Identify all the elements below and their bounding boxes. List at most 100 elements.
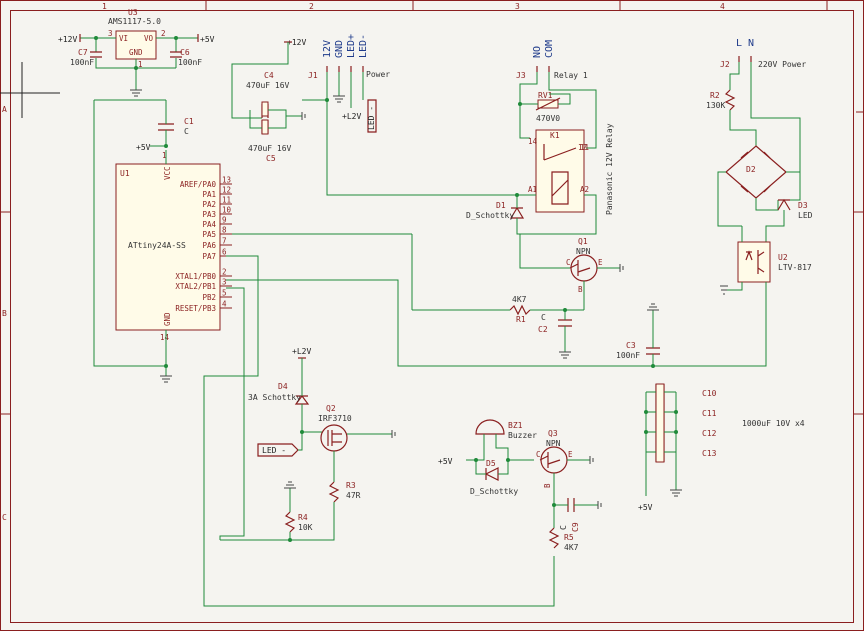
- rv1-ref: RV1: [538, 91, 553, 100]
- j1-value: Power: [366, 70, 390, 79]
- j2-ref: J2: [720, 60, 730, 69]
- u1-pin-name: PB2: [202, 293, 216, 302]
- q2-value: IRF3710: [318, 414, 352, 423]
- net-p12v-label: +12V: [287, 38, 306, 47]
- k1-pin-11: 11: [580, 143, 589, 152]
- u1-pin-number: 12: [222, 186, 231, 195]
- rv1-value: 470V0: [536, 114, 560, 123]
- u1-vcc-num: 1: [162, 151, 167, 160]
- d1-ref: D1: [496, 201, 506, 210]
- q3-pin-b: B: [543, 483, 552, 488]
- j1-ref: J1: [308, 71, 318, 80]
- frame-col-label: 3: [515, 2, 520, 11]
- k1-pin-a2: A2: [580, 185, 589, 194]
- net-p5v-label: +5V: [638, 503, 653, 512]
- u1-pin-name: PA6: [202, 241, 216, 250]
- q1-pin-e: E: [598, 258, 603, 267]
- c6-capacitor[interactable]: C6 100nF: [178, 48, 202, 67]
- u2-optocoupler[interactable]: U2 LTV-817: [737, 241, 812, 283]
- frame-col-label: 4: [720, 2, 725, 11]
- c3-value: 100nF: [616, 351, 640, 360]
- r5-resistor[interactable]: R5 4K7: [548, 527, 579, 552]
- j2-pin-n: N: [748, 38, 754, 49]
- u1-pin-number: 13: [222, 176, 231, 185]
- u1-value: ATtiny24A-SS: [128, 241, 186, 250]
- led-minus-port-label: LED -: [367, 106, 376, 130]
- u1-pin-number: 7: [222, 237, 227, 246]
- led-minus-port[interactable]: LED -: [367, 99, 377, 133]
- u1-pin-name: PA5: [202, 230, 216, 239]
- c5-capacitor[interactable]: C5 470uF 16V: [248, 119, 292, 163]
- d1-value: D_Schottky: [466, 211, 514, 220]
- u1-pin-name: XTAL2/PB1: [175, 282, 216, 291]
- q1-pin-b: B: [578, 285, 583, 294]
- c4-capacitor[interactable]: C4 470uF 16V: [246, 71, 290, 118]
- u1-microcontroller[interactable]: U1 ATtiny24A-SS VCC GND 1 14: [115, 151, 221, 342]
- d3-value: LED: [798, 211, 813, 220]
- net-p5v-label: +5V: [438, 457, 453, 466]
- net-p5v-label: +5V: [136, 143, 151, 152]
- d5-diode[interactable]: D5 D_Schottky: [470, 459, 518, 496]
- c4-ref: C4: [264, 71, 274, 80]
- r3-resistor[interactable]: R3 47R: [328, 481, 361, 503]
- u3-regulator[interactable]: U3 AMS1117-5.0 VI VO GND 3 2 1: [108, 8, 166, 69]
- rv1-varistor[interactable]: RV1 470V0: [535, 91, 561, 123]
- net-l2v-label: +L2V: [292, 347, 311, 356]
- u1-pin-number: 3: [222, 278, 227, 287]
- u3-pin-vo: VO: [144, 34, 154, 43]
- r4-resistor[interactable]: R4 10K: [284, 511, 313, 533]
- bz1-ref: BZ1: [508, 421, 523, 430]
- u1-pin-number: 5: [222, 289, 227, 298]
- k1-value: Panasonic 12V Relay: [605, 123, 614, 215]
- q3-pin-e: E: [568, 450, 573, 459]
- u3-pin-1: 1: [138, 60, 143, 69]
- r2-resistor[interactable]: R2 130K: [706, 89, 736, 111]
- u3-pin-vi: VI: [119, 34, 128, 43]
- j3-ref: J3: [516, 71, 526, 80]
- c6-ref: C6: [180, 48, 190, 57]
- u2-value: LTV-817: [778, 263, 812, 272]
- u1-pin-name: PA2: [202, 200, 216, 209]
- c1-value: C: [184, 127, 189, 136]
- c4-value: 470uF 16V: [246, 81, 290, 90]
- d1-diode[interactable]: D1 D_Schottky: [466, 201, 525, 220]
- c2-value: C: [541, 313, 546, 322]
- c1-capacitor[interactable]: C1 C: [158, 117, 194, 136]
- d4-diode[interactable]: D4 3A Schottky: [248, 382, 310, 405]
- k1-pin-12: 12: [578, 143, 587, 152]
- r1-ref: R1: [516, 315, 526, 324]
- capacitor-bank[interactable]: C10 C11 C12 C13 1000uF 10V x4: [645, 383, 805, 496]
- u1-pin-name: PA4: [202, 220, 216, 229]
- k1-relay[interactable]: K1 14 12 11 A1 A2 Panasonic 12V Relay: [528, 123, 614, 215]
- d5-value: D_Schottky: [470, 487, 518, 496]
- u1-pin-name: PA1: [202, 190, 216, 199]
- bank-ref-c10: C10: [702, 389, 717, 398]
- c9-value: C: [559, 525, 568, 530]
- q2-mosfet[interactable]: Q2 IRF3710: [318, 404, 352, 452]
- c7-capacitor[interactable]: C7 100nF: [70, 38, 182, 69]
- d2-bridge-rectifier[interactable]: D2: [725, 145, 787, 199]
- d3-led[interactable]: D3 LED: [777, 198, 813, 220]
- r1-resistor[interactable]: R1 4K7: [509, 295, 531, 324]
- j1-pin-gnd: GND: [334, 40, 345, 58]
- frame-col-label: 1: [102, 2, 107, 11]
- u1-vcc: VCC: [163, 166, 172, 180]
- j3-relay-connector[interactable]: J3 Relay 1 NO COM: [516, 40, 588, 80]
- u1-pin-number: 8: [222, 226, 227, 235]
- q1-transistor[interactable]: Q1 NPN C B E: [566, 237, 603, 294]
- led-minus-port[interactable]: LED -: [257, 443, 299, 457]
- j3-pin-no: NO: [532, 46, 543, 58]
- net-l2v-label: +L2V: [342, 112, 361, 121]
- c2-capacitor[interactable]: C2 C: [538, 313, 572, 334]
- j1-power-connector[interactable]: J1 Power 12V GND LED+ LED-: [308, 34, 390, 80]
- r5-ref: R5: [564, 533, 574, 542]
- c9-capacitor[interactable]: C9 C: [559, 498, 580, 532]
- u3-value: AMS1117-5.0: [108, 17, 161, 26]
- u1-gnd: GND: [163, 312, 172, 326]
- r4-ref: R4: [298, 513, 308, 522]
- bz1-buzzer[interactable]: BZ1 Buzzer: [475, 419, 537, 440]
- j2-mains-connector[interactable]: J2 220V Power L N: [720, 38, 806, 69]
- u3-pin-gnd: GND: [129, 48, 143, 57]
- r1-value: 4K7: [512, 295, 527, 304]
- u3-ref: U3: [128, 8, 138, 17]
